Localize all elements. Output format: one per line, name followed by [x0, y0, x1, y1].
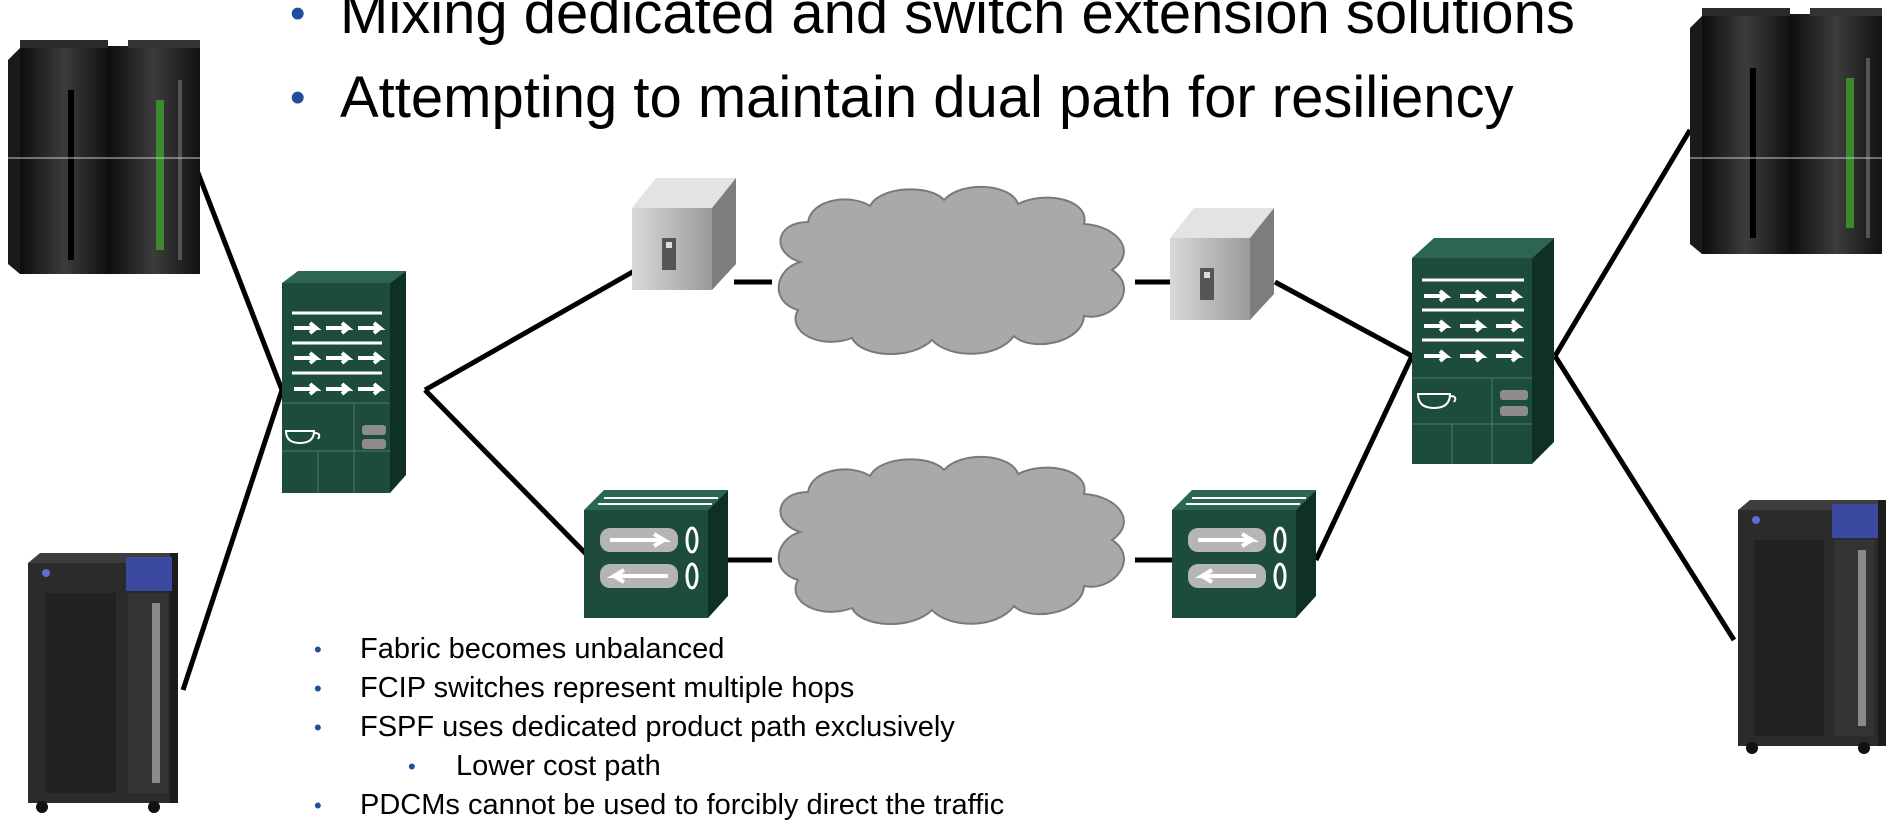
- mainframe-server-icon: [8, 40, 200, 274]
- link-mainframe-left-director: [190, 159, 285, 391]
- fibre-channel-director-icon: [1412, 238, 1554, 464]
- notes-bullet-list: Fabric becomes unbalanced FCIP switches …: [308, 630, 1004, 825]
- note-bullet: Fabric becomes unbalanced: [308, 630, 1004, 669]
- note-bullet: PDCMs cannot be used to forcibly direct …: [308, 786, 1004, 825]
- wan-cloud-icon: [777, 186, 1125, 356]
- link-director-right-tape: [1552, 354, 1737, 642]
- channel-extension-device-icon: [1170, 208, 1274, 320]
- tape-library-icon: [1738, 500, 1886, 754]
- fcip-switch-icon: [584, 490, 728, 618]
- fibre-channel-director-icon: [282, 271, 406, 493]
- title-bullet: Mixing dedicated and switch extension so…: [290, 0, 1575, 56]
- link-director-right-mainframe: [1552, 128, 1693, 358]
- wan-cloud-icon: [777, 456, 1125, 626]
- link-extender-right-director: [1273, 279, 1414, 359]
- link-fcip-right-director: [1313, 354, 1415, 562]
- title-bullet: Attempting to maintain dual path for res…: [290, 56, 1575, 140]
- channel-extension-device-icon: [632, 178, 736, 290]
- note-bullet: FCIP switches represent multiple hops: [308, 669, 1004, 708]
- fcip-switch-icon: [1172, 490, 1316, 618]
- tape-library-icon: [28, 553, 178, 813]
- link-director-left-extender: [423, 267, 638, 393]
- link-tape-left-director: [180, 389, 285, 691]
- title-bullet-list: Mixing dedicated and switch extension so…: [290, 0, 1575, 140]
- link-director-left-fcip: [423, 388, 594, 562]
- note-bullet: FSPF uses dedicated product path exclusi…: [308, 708, 1004, 747]
- connection-lines: [180, 128, 1737, 691]
- mainframe-server-icon: [1690, 8, 1882, 254]
- note-sub-bullet: Lower cost path: [308, 747, 1004, 786]
